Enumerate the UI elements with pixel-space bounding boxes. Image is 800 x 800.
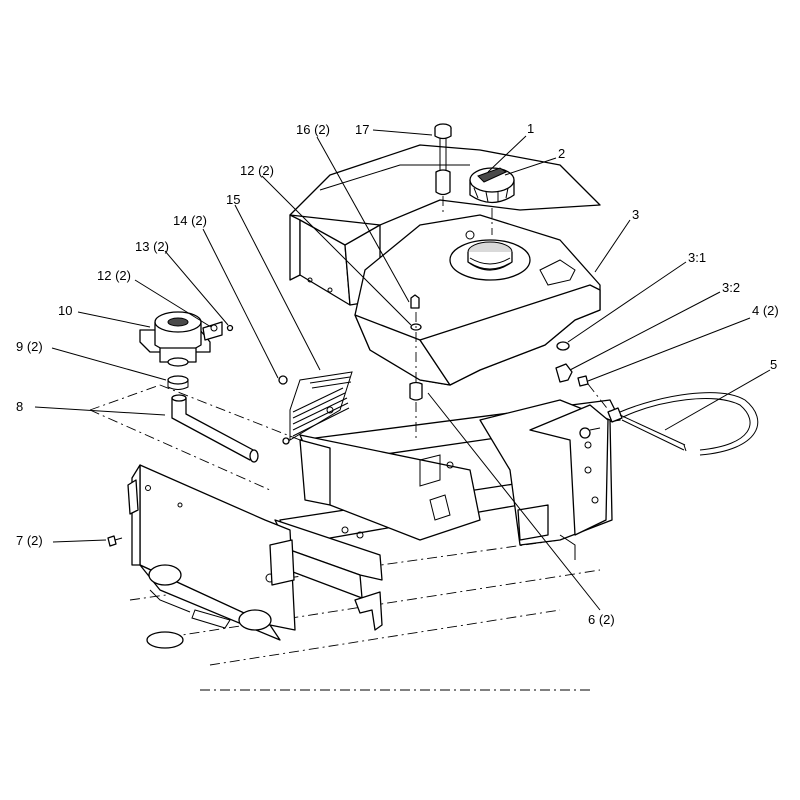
callout-10: 10 bbox=[58, 303, 72, 318]
tank-mount-hardware bbox=[409, 294, 423, 440]
fuel-cap bbox=[469, 167, 515, 235]
bolt bbox=[107, 535, 123, 547]
callout-12-right: 12 (2) bbox=[240, 163, 274, 178]
callout-14: 14 (2) bbox=[173, 213, 207, 228]
callout-8: 8 bbox=[16, 399, 23, 414]
callout-15: 15 bbox=[226, 192, 240, 207]
leader-lines bbox=[34, 129, 771, 611]
mounting-outline bbox=[89, 384, 301, 491]
callout-5: 5 bbox=[770, 357, 777, 372]
callout-17: 17 bbox=[355, 122, 369, 137]
fuel-screen bbox=[278, 371, 353, 445]
callout-4: 4 (2) bbox=[752, 303, 779, 318]
callout-3-1: 3:1 bbox=[688, 250, 706, 265]
callout-9: 9 (2) bbox=[16, 339, 43, 354]
fuel-hose bbox=[171, 394, 259, 463]
callout-7: 7 (2) bbox=[16, 533, 43, 548]
fuel-gauge bbox=[434, 123, 452, 215]
fuel-filter bbox=[139, 311, 234, 367]
callout-2: 2 bbox=[558, 146, 565, 161]
callout-3: 3 bbox=[632, 207, 639, 222]
fuel-line bbox=[555, 341, 759, 456]
hose-clamp bbox=[167, 375, 189, 390]
callout-1: 1 bbox=[527, 121, 534, 136]
callout-3-2: 3:2 bbox=[722, 280, 740, 295]
fuel-tank bbox=[354, 214, 601, 386]
callout-16: 16 (2) bbox=[296, 122, 330, 137]
callout-6: 6 (2) bbox=[588, 612, 615, 627]
callout-labels: 1 2 3 3:1 3:2 4 (2) 5 6 (2) 7 (2) 8 9 (2… bbox=[16, 121, 779, 627]
chassis-frame bbox=[127, 399, 621, 691]
callout-13: 13 (2) bbox=[135, 239, 169, 254]
callout-12-left: 12 (2) bbox=[97, 268, 131, 283]
